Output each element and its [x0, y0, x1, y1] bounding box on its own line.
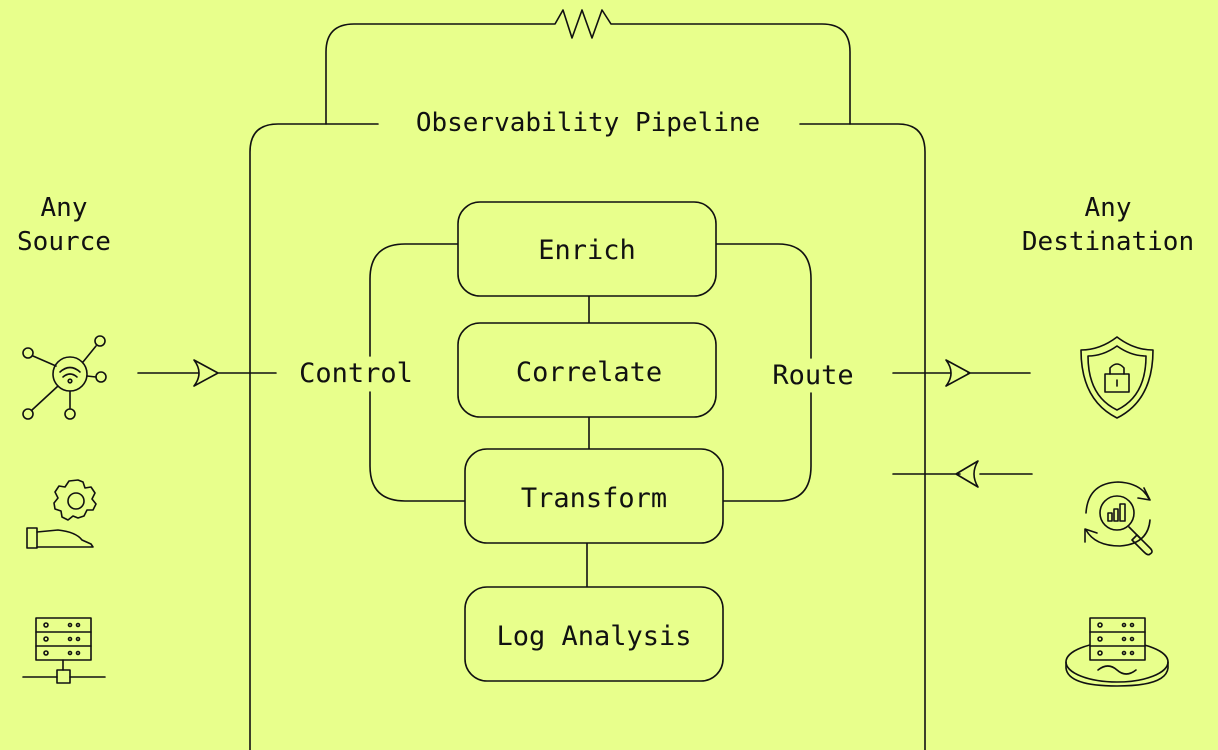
network-hub-icon — [22, 335, 107, 420]
output-arrow — [892, 359, 1031, 387]
stage-log-analysis-box — [464, 586, 724, 682]
stage-transform-label: Transform — [521, 483, 667, 514]
control-label: Control — [299, 358, 413, 389]
stage-transform-box — [464, 448, 724, 544]
pipeline-title: Observability Pipeline — [416, 108, 760, 138]
hand-gear-icon — [26, 479, 97, 549]
route-label: Route — [772, 360, 853, 391]
top-feedback-loop — [325, 9, 851, 125]
stage-correlate-box — [457, 322, 717, 418]
stage-correlate-label: Correlate — [516, 357, 662, 388]
destination-label-line1: Any — [1085, 193, 1132, 223]
source-label-line1: Any — [41, 193, 88, 223]
stage-log-analysis-label: Log Analysis — [496, 621, 691, 652]
security-shield-icon — [1080, 336, 1154, 419]
analytics-search-icon — [1084, 481, 1153, 556]
pipeline-container — [249, 123, 926, 750]
source-label-line2: Source — [17, 227, 111, 257]
server-rack-icon — [22, 617, 106, 684]
destination-label-line2: Destination — [1022, 227, 1194, 257]
stage-enrich-label: Enrich — [538, 235, 636, 266]
input-arrow — [137, 359, 277, 387]
return-arrow — [892, 460, 1033, 488]
stage-enrich-box — [457, 201, 717, 297]
control-loop — [369, 243, 466, 502]
storage-disk-icon — [1065, 617, 1169, 687]
route-loop — [715, 243, 812, 502]
